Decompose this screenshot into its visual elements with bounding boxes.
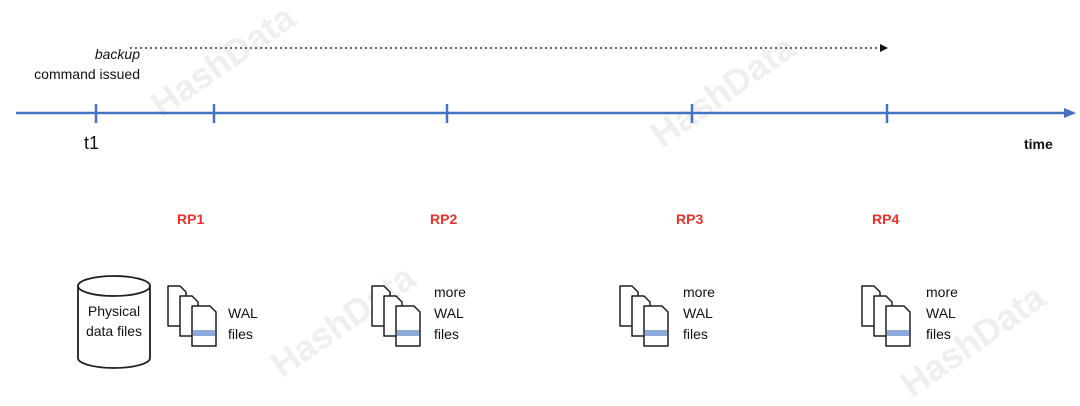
wal-files-icon [167, 285, 217, 347]
wal-files-label: more WAL files [926, 284, 958, 342]
physical-data-files-icon [77, 275, 151, 369]
physical-data-files-label: Physical data files [85, 303, 143, 339]
wal-files-icon [861, 285, 911, 347]
backup-label: backup [94, 46, 140, 62]
wal-files-label: more WAL files [683, 284, 715, 342]
command-issued-label: command issued [34, 66, 140, 82]
wal-files-icon [619, 285, 669, 347]
backup-command-label: backup command issued [24, 44, 140, 84]
rp4-label: RP4 [872, 211, 900, 227]
rp1-label: RP1 [177, 211, 205, 227]
wal-files-icon [371, 285, 421, 347]
rp3-label: RP3 [676, 211, 704, 227]
t1-label: t1 [84, 133, 100, 153]
wal-files-label: more WAL files [434, 284, 466, 342]
time-axis-label: time [1024, 136, 1053, 152]
rp2-label: RP2 [430, 211, 458, 227]
wal-files-label: WAL files [228, 305, 258, 342]
